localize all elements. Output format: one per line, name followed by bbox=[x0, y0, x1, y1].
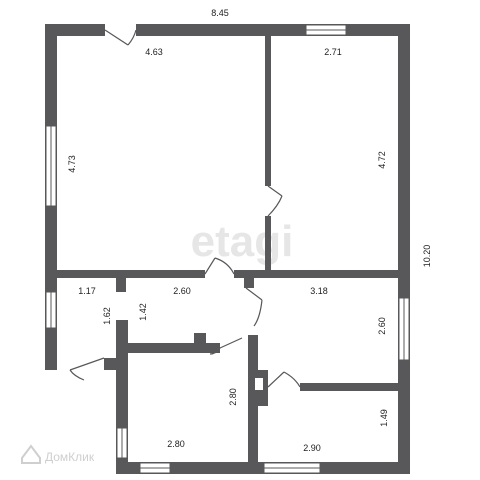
dim-room6-height: 2.80 bbox=[228, 388, 238, 406]
wall-corridor-step bbox=[194, 333, 206, 353]
wall-horizontal-lower bbox=[300, 383, 398, 391]
door-entrance-top bbox=[104, 29, 137, 46]
dim-room5-width: 3.18 bbox=[310, 286, 328, 296]
outer-wall-bottom-left bbox=[104, 358, 116, 370]
dim-room2-height: 4.72 bbox=[377, 151, 387, 169]
wall-vertical-top-stub bbox=[265, 216, 271, 272]
dimension-labels: 8.45 10.20 4.63 4.73 2.71 4.72 1.17 1.62… bbox=[67, 8, 432, 453]
door-corridor bbox=[245, 287, 263, 327]
dim-corridor-height: 1.42 bbox=[138, 303, 148, 321]
outer-wall-top-right bbox=[136, 24, 410, 36]
window-center-lines bbox=[50, 29, 405, 469]
wall-horizontal-mid-left bbox=[57, 270, 205, 278]
dim-room3-height: 1.62 bbox=[102, 307, 112, 325]
wall-corridor-bottom bbox=[126, 343, 194, 353]
domclick-house-icon bbox=[21, 444, 41, 464]
wall-corridor-bottom-right bbox=[206, 343, 220, 353]
domclick-logo: ДомКлик bbox=[21, 444, 95, 464]
doors bbox=[69, 29, 301, 388]
dim-corridor-width: 2.60 bbox=[173, 286, 191, 296]
dim-room1-height: 4.73 bbox=[67, 155, 77, 173]
dim-overall-height: 10.20 bbox=[422, 245, 432, 268]
dim-room6-width: 2.80 bbox=[167, 439, 185, 449]
outer-wall-bottom bbox=[116, 462, 410, 474]
domclick-logo-text: ДомКлик bbox=[45, 450, 95, 464]
dim-room5-height: 2.60 bbox=[377, 317, 387, 335]
door-top-right-room bbox=[267, 185, 283, 217]
dim-room1-width: 4.63 bbox=[145, 47, 163, 57]
wall-vertical-top bbox=[265, 36, 271, 186]
door-bottom-left-room bbox=[209, 337, 243, 355]
dim-room7-height: 1.49 bbox=[379, 409, 389, 427]
door-top-left-room bbox=[204, 257, 235, 275]
shaft-hollow bbox=[255, 378, 263, 390]
wall-mid-stub bbox=[244, 278, 254, 288]
dim-overall-width: 8.45 bbox=[211, 8, 229, 18]
watermark: etagi bbox=[191, 217, 294, 266]
dim-room7-width: 2.90 bbox=[303, 443, 321, 453]
wall-small-room-right bbox=[116, 278, 126, 292]
dim-room3-width: 1.17 bbox=[78, 286, 96, 296]
door-small-room bbox=[69, 357, 105, 381]
outer-wall-right bbox=[398, 24, 410, 474]
wall-horizontal-mid-right bbox=[234, 270, 398, 278]
wall-small-room-right-lower bbox=[116, 320, 126, 360]
door-bottom-right-room bbox=[267, 371, 301, 388]
walls bbox=[45, 24, 410, 474]
outer-wall-top-left bbox=[45, 24, 105, 36]
dim-room2-width: 2.71 bbox=[324, 47, 342, 57]
